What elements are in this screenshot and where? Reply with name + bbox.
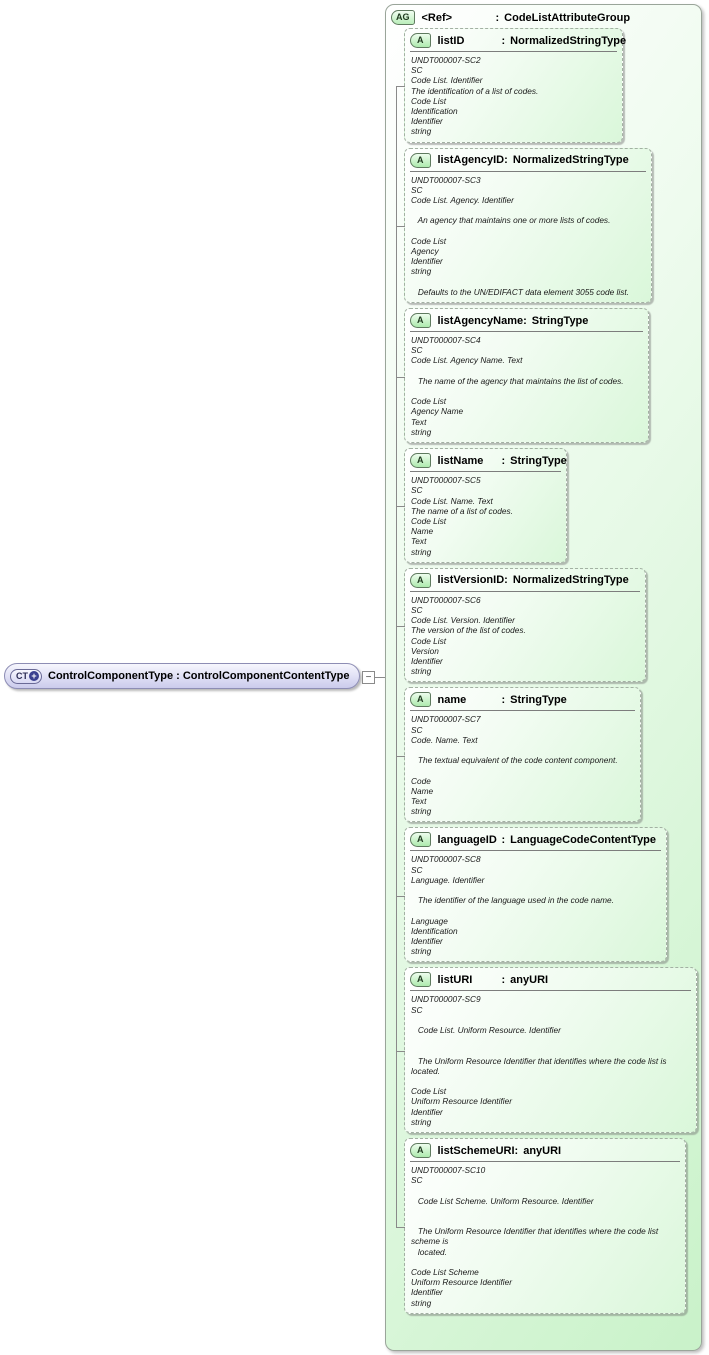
connector-line — [396, 896, 405, 897]
attribute-name: listName — [437, 454, 484, 467]
complextype-title: ControlComponentType : ControlComponentC… — [48, 670, 350, 682]
attribute-type: anyURI — [523, 1144, 562, 1157]
attribute-icon: A — [410, 972, 431, 988]
attribute-name: listAgencyName — [437, 314, 524, 327]
divider — [410, 331, 643, 333]
attribute-node-listschemeuri[interactable]: A listSchemeURI : anyURI UNDT000007-SC10… — [404, 1138, 686, 1314]
attribute-icon: A — [410, 572, 431, 588]
divider — [410, 471, 561, 473]
divider — [410, 990, 691, 992]
divider — [410, 51, 617, 52]
attribute-node-listagencyname[interactable]: A listAgencyName : StringType UNDT000007… — [404, 308, 649, 444]
divider — [410, 1161, 680, 1163]
attribute-group[interactable]: AG <Ref> : CodeListAttributeGroup A list… — [385, 4, 702, 1351]
divider — [410, 170, 646, 172]
attribute-node-listuri[interactable]: A listURI : anyURI UNDT000007-SC9 SC Cod… — [404, 967, 697, 1134]
divider — [410, 850, 661, 852]
attribute-type: StringType — [510, 693, 567, 706]
attribute-name: listURI — [437, 973, 473, 986]
connector-line — [396, 1051, 405, 1052]
attribute-group-header: AG <Ref> : CodeListAttributeGroup — [386, 5, 701, 25]
attribute-node-listid[interactable]: A listID : NormalizedStringType UNDT0000… — [404, 28, 627, 143]
attribute-type: anyURI — [510, 973, 549, 986]
attribute-node-languageid[interactable]: A languageID : LanguageCodeContentType U… — [404, 827, 667, 963]
attribute-icon: A — [410, 152, 431, 168]
attribute-icon: A — [410, 33, 431, 48]
divider — [410, 710, 635, 712]
collapse-toggle[interactable]: − — [362, 671, 375, 684]
attribute-type: StringType — [531, 314, 589, 327]
connector-line — [396, 86, 405, 87]
attribute-type: NormalizedStringType — [512, 154, 629, 167]
connector-line — [396, 1227, 405, 1228]
attribute-annotation: UNDT000007-SC9 SC Code List. Uniform Res… — [411, 994, 667, 1127]
connector-line — [396, 626, 405, 627]
attribute-icon: A — [410, 1143, 431, 1159]
attribute-type: NormalizedStringType — [512, 574, 629, 587]
attribute-name: listAgencyID — [437, 154, 505, 167]
attribute-name: listSchemeURI — [437, 1144, 515, 1157]
complextype-icon: CT+ — [10, 668, 42, 684]
attribute-annotation: UNDT000007-SC2 SC Code List. Identifier … — [411, 55, 539, 137]
divider — [410, 590, 640, 592]
attribute-annotation: UNDT000007-SC5 SC Code List. Name. Text … — [411, 475, 513, 557]
attribute-group-type: CodeListAttributeGroup — [504, 11, 631, 24]
attribute-name: listID — [437, 34, 465, 47]
attribute-name: languageID — [437, 833, 497, 846]
attribute-node-listversionid[interactable]: A listVersionID : NormalizedStringType U… — [404, 567, 646, 683]
attribute-group-name: <Ref> — [421, 11, 453, 24]
connector-line — [396, 226, 405, 227]
attribute-type: NormalizedStringType — [510, 34, 627, 47]
attribute-node-listname[interactable]: A listName : StringType UNDT000007-SC5 S… — [404, 448, 567, 563]
connector-line — [396, 377, 405, 378]
plus-icon: + — [29, 671, 39, 681]
attribute-name: listVersionID — [437, 574, 505, 587]
connector-line — [396, 86, 397, 1227]
complextype-node[interactable]: CT+ ControlComponentType : ControlCompon… — [4, 663, 360, 689]
attribute-annotation: UNDT000007-SC10 SC Code List Scheme. Uni… — [411, 1165, 659, 1308]
attribute-icon: A — [410, 313, 431, 329]
attribute-group-icon: AG — [391, 10, 415, 25]
attribute-node-listagencyid[interactable]: A listAgencyID : NormalizedStringType UN… — [404, 147, 652, 304]
connector-line — [396, 756, 405, 757]
attribute-list: A listID : NormalizedStringType UNDT0000… — [404, 28, 701, 1314]
attribute-node-name[interactable]: A name : StringType UNDT000007-SC7 SC Co… — [404, 687, 641, 823]
attribute-annotation: UNDT000007-SC7 SC Code. Name. Text The t… — [411, 714, 618, 817]
attribute-type: StringType — [510, 454, 567, 467]
connector-line — [396, 506, 405, 507]
attribute-annotation: UNDT000007-SC6 SC Code List. Version. Id… — [411, 594, 526, 677]
attribute-icon: A — [410, 832, 431, 848]
attribute-annotation: UNDT000007-SC3 SC Code List. Agency. Ide… — [411, 174, 629, 297]
attribute-name: name — [437, 693, 467, 706]
attribute-type: LanguageCodeContentType — [510, 833, 657, 846]
attribute-icon: A — [410, 453, 431, 469]
attribute-icon: A — [410, 692, 431, 708]
attribute-annotation: UNDT000007-SC8 SC Language. Identifier T… — [411, 854, 614, 957]
attribute-annotation: UNDT000007-SC4 SC Code List. Agency Name… — [411, 335, 624, 437]
